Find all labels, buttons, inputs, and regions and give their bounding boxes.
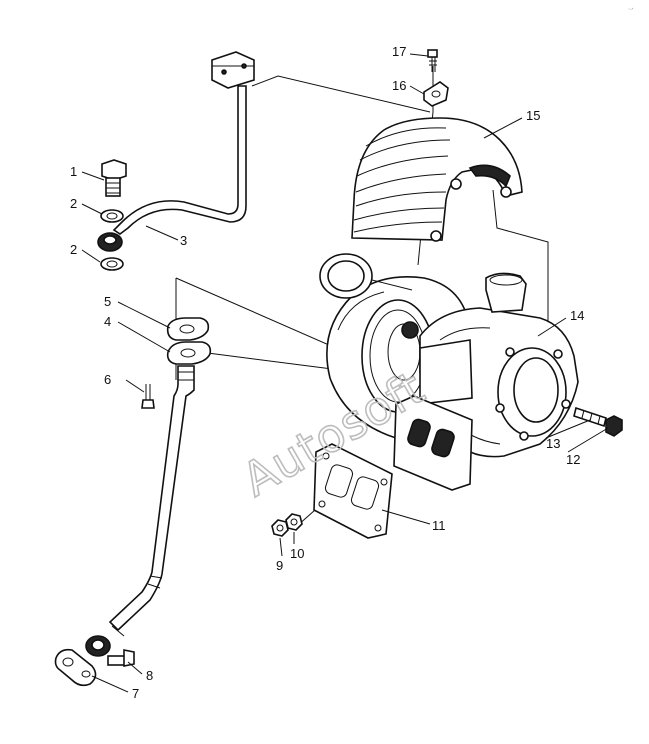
callout-3: 3 [180, 233, 187, 248]
stud-13 [573, 406, 607, 428]
callout-13: 13 [546, 436, 560, 451]
washer-2-upper [100, 209, 124, 223]
gasket-5 [166, 317, 210, 341]
gasket-4 [166, 341, 212, 365]
leader-lines [81, 53, 609, 693]
callout-7: 7 [132, 686, 139, 701]
turbocharger-14 [319, 253, 579, 491]
bolt-6 [141, 384, 155, 409]
exhaust-gasket-11 [313, 443, 393, 539]
callout-2-lower: 2 [70, 242, 77, 257]
callout-11: 11 [432, 518, 446, 533]
nut-9 [271, 519, 289, 537]
bolt-8 [107, 649, 135, 667]
corner-mark: ⁻ᐟ [628, 7, 634, 14]
oil-feed-pipe-3 [112, 51, 255, 235]
nut-12 [605, 415, 623, 437]
callout-12: 12 [566, 452, 580, 467]
callout-5: 5 [104, 294, 111, 309]
banjo-bolt-1 [101, 159, 127, 197]
callout-numbers: 1 2 2 3 4 5 6 7 8 9 10 11 12 13 14 15 16… [70, 44, 584, 701]
bolt-17 [427, 49, 438, 72]
callout-2-upper: 2 [70, 196, 77, 211]
callout-15: 15 [526, 108, 540, 123]
callout-10: 10 [290, 546, 304, 561]
callout-8: 8 [146, 668, 153, 683]
banjo-fitting [97, 232, 123, 252]
callout-4: 4 [104, 314, 111, 329]
washer-2-lower [100, 257, 124, 271]
drain-gasket-7 [54, 648, 97, 687]
heat-shield-15 [351, 117, 523, 242]
callout-16: 16 [392, 78, 406, 93]
callout-6: 6 [104, 372, 111, 387]
callout-14: 14 [570, 308, 584, 323]
callout-9: 9 [276, 558, 283, 573]
spacer-10 [285, 513, 303, 531]
clamp-plate-16 [423, 81, 449, 107]
oil-drain-pipe [85, 365, 195, 657]
callout-1: 1 [70, 164, 77, 179]
callout-17: 17 [392, 44, 406, 59]
